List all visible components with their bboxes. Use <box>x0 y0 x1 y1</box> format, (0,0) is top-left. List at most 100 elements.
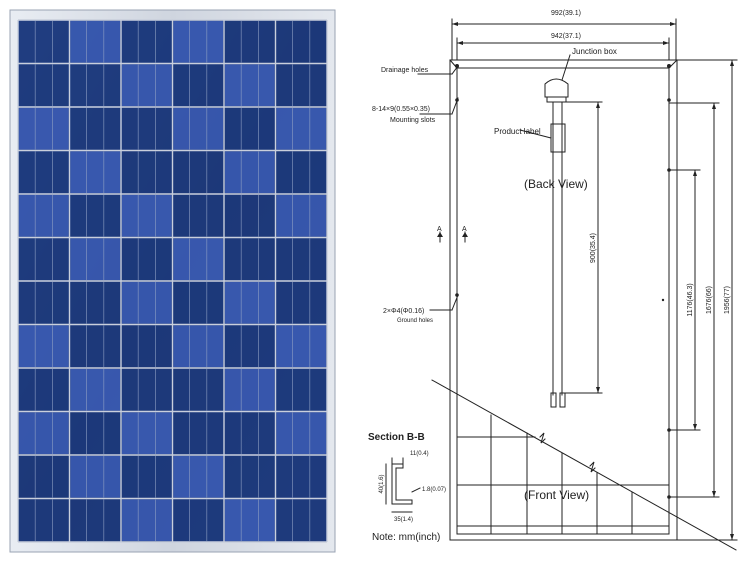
solar-cell <box>276 64 326 106</box>
solar-cell <box>19 282 69 324</box>
solar-cell <box>122 195 172 237</box>
solar-cell <box>173 238 223 280</box>
solar-panel-photo-svg <box>9 9 336 553</box>
solar-cell <box>173 21 223 63</box>
label-back-view: (Back View) <box>524 177 588 191</box>
panel-inner-frame <box>456 67 670 535</box>
solar-cell <box>70 412 120 454</box>
solar-cell <box>173 151 223 193</box>
solar-cell <box>276 108 326 150</box>
dim-1176: 1176(46.3) <box>687 283 694 316</box>
solar-cell <box>276 21 326 63</box>
sec-dim-40: 40(1.6) <box>379 474 385 493</box>
solar-cell <box>276 282 326 324</box>
solar-cell <box>70 456 120 498</box>
solar-cell <box>19 64 69 106</box>
solar-cell <box>70 369 120 411</box>
label-mounting-slots: Mounting slots <box>390 117 436 124</box>
solar-cell <box>276 412 326 454</box>
solar-cell <box>122 282 172 324</box>
solar-cell <box>225 369 275 411</box>
solar-cell <box>70 238 120 280</box>
solar-cell <box>70 21 120 63</box>
front-view-cells <box>456 404 670 535</box>
dim-1956: 1956(77) <box>724 286 731 314</box>
solar-cell <box>173 369 223 411</box>
solar-cell <box>225 64 275 106</box>
solar-cell <box>276 325 326 367</box>
sec-dim-35: 35(1.4) <box>394 517 413 523</box>
solar-cell <box>70 282 120 324</box>
solar-cell <box>173 282 223 324</box>
solar-cell <box>19 195 69 237</box>
solar-cell <box>122 325 172 367</box>
dim-1676: 1676(66) <box>706 286 713 314</box>
solar-cell <box>173 325 223 367</box>
mounting-holes <box>455 64 671 499</box>
solar-cell <box>19 369 69 411</box>
solar-cell <box>225 456 275 498</box>
solar-cell <box>173 64 223 106</box>
solar-cell <box>70 325 120 367</box>
break-symbol-2 <box>589 461 596 473</box>
cable-connector-left <box>550 392 557 408</box>
junction-box <box>544 78 569 98</box>
solar-panel-photo <box>0 0 351 560</box>
technical-drawing: 992(39.1) 942(37.1) Drainage holes 8-14×… <box>351 0 739 560</box>
solar-cell <box>70 108 120 150</box>
solar-cell <box>225 238 275 280</box>
solar-cell <box>276 151 326 193</box>
solar-cell <box>70 151 120 193</box>
solar-cell <box>122 456 172 498</box>
label-junction-box: Junction box <box>572 47 617 56</box>
sec-dim-18: 1.8(0.07) <box>422 487 446 493</box>
solar-cell <box>225 412 275 454</box>
solar-cell <box>276 195 326 237</box>
solar-cell <box>173 412 223 454</box>
note-units: Note: mm(inch) <box>372 532 440 543</box>
technical-drawing-svg: 992(39.1) 942(37.1) Drainage holes 8-14×… <box>368 10 738 551</box>
solar-cell <box>122 21 172 63</box>
solar-cell <box>173 195 223 237</box>
solar-cell <box>19 456 69 498</box>
label-ground-holes: Ground holes <box>397 318 433 324</box>
solar-cell <box>122 108 172 150</box>
solar-cell <box>70 499 120 541</box>
panel-outline <box>449 59 678 541</box>
section-title: Section B-B <box>368 432 425 443</box>
cell-grid <box>17 19 328 543</box>
solar-cell <box>173 499 223 541</box>
break-symbol-1 <box>539 432 546 444</box>
solar-cell <box>19 21 69 63</box>
cable-connector-right <box>559 392 566 408</box>
solar-cell <box>225 282 275 324</box>
solar-cell <box>225 21 275 63</box>
solar-cell <box>173 456 223 498</box>
solar-cell <box>70 64 120 106</box>
solar-cell <box>122 238 172 280</box>
dim-inner-width: 942(37.1) <box>551 33 581 40</box>
solar-cell <box>70 195 120 237</box>
solar-cell <box>225 499 275 541</box>
section-profile <box>391 463 413 505</box>
sec-dim-11: 11(0.4) <box>410 451 429 457</box>
solar-cell <box>122 64 172 106</box>
label-drainage-holes: Drainage holes <box>381 67 429 74</box>
solar-cell <box>122 499 172 541</box>
dim-cable: 900(35.4) <box>590 233 597 263</box>
arrowheads <box>437 22 734 540</box>
dim-overall-width: 992(39.1) <box>551 10 581 17</box>
solar-cell <box>276 499 326 541</box>
label-mounting-slots-spec: 8-14×9(0.55×0.35) <box>372 106 430 113</box>
solar-cell <box>19 151 69 193</box>
solar-cell <box>19 499 69 541</box>
solar-cell <box>19 238 69 280</box>
label-ground-holes-spec: 2×Φ4(Φ0.16) <box>383 308 424 315</box>
solar-cell <box>19 325 69 367</box>
solar-cell <box>225 195 275 237</box>
solar-cell <box>122 369 172 411</box>
solar-cell <box>122 412 172 454</box>
label-product-label: Product label <box>494 127 541 136</box>
solar-cell <box>225 325 275 367</box>
solar-cell <box>276 456 326 498</box>
